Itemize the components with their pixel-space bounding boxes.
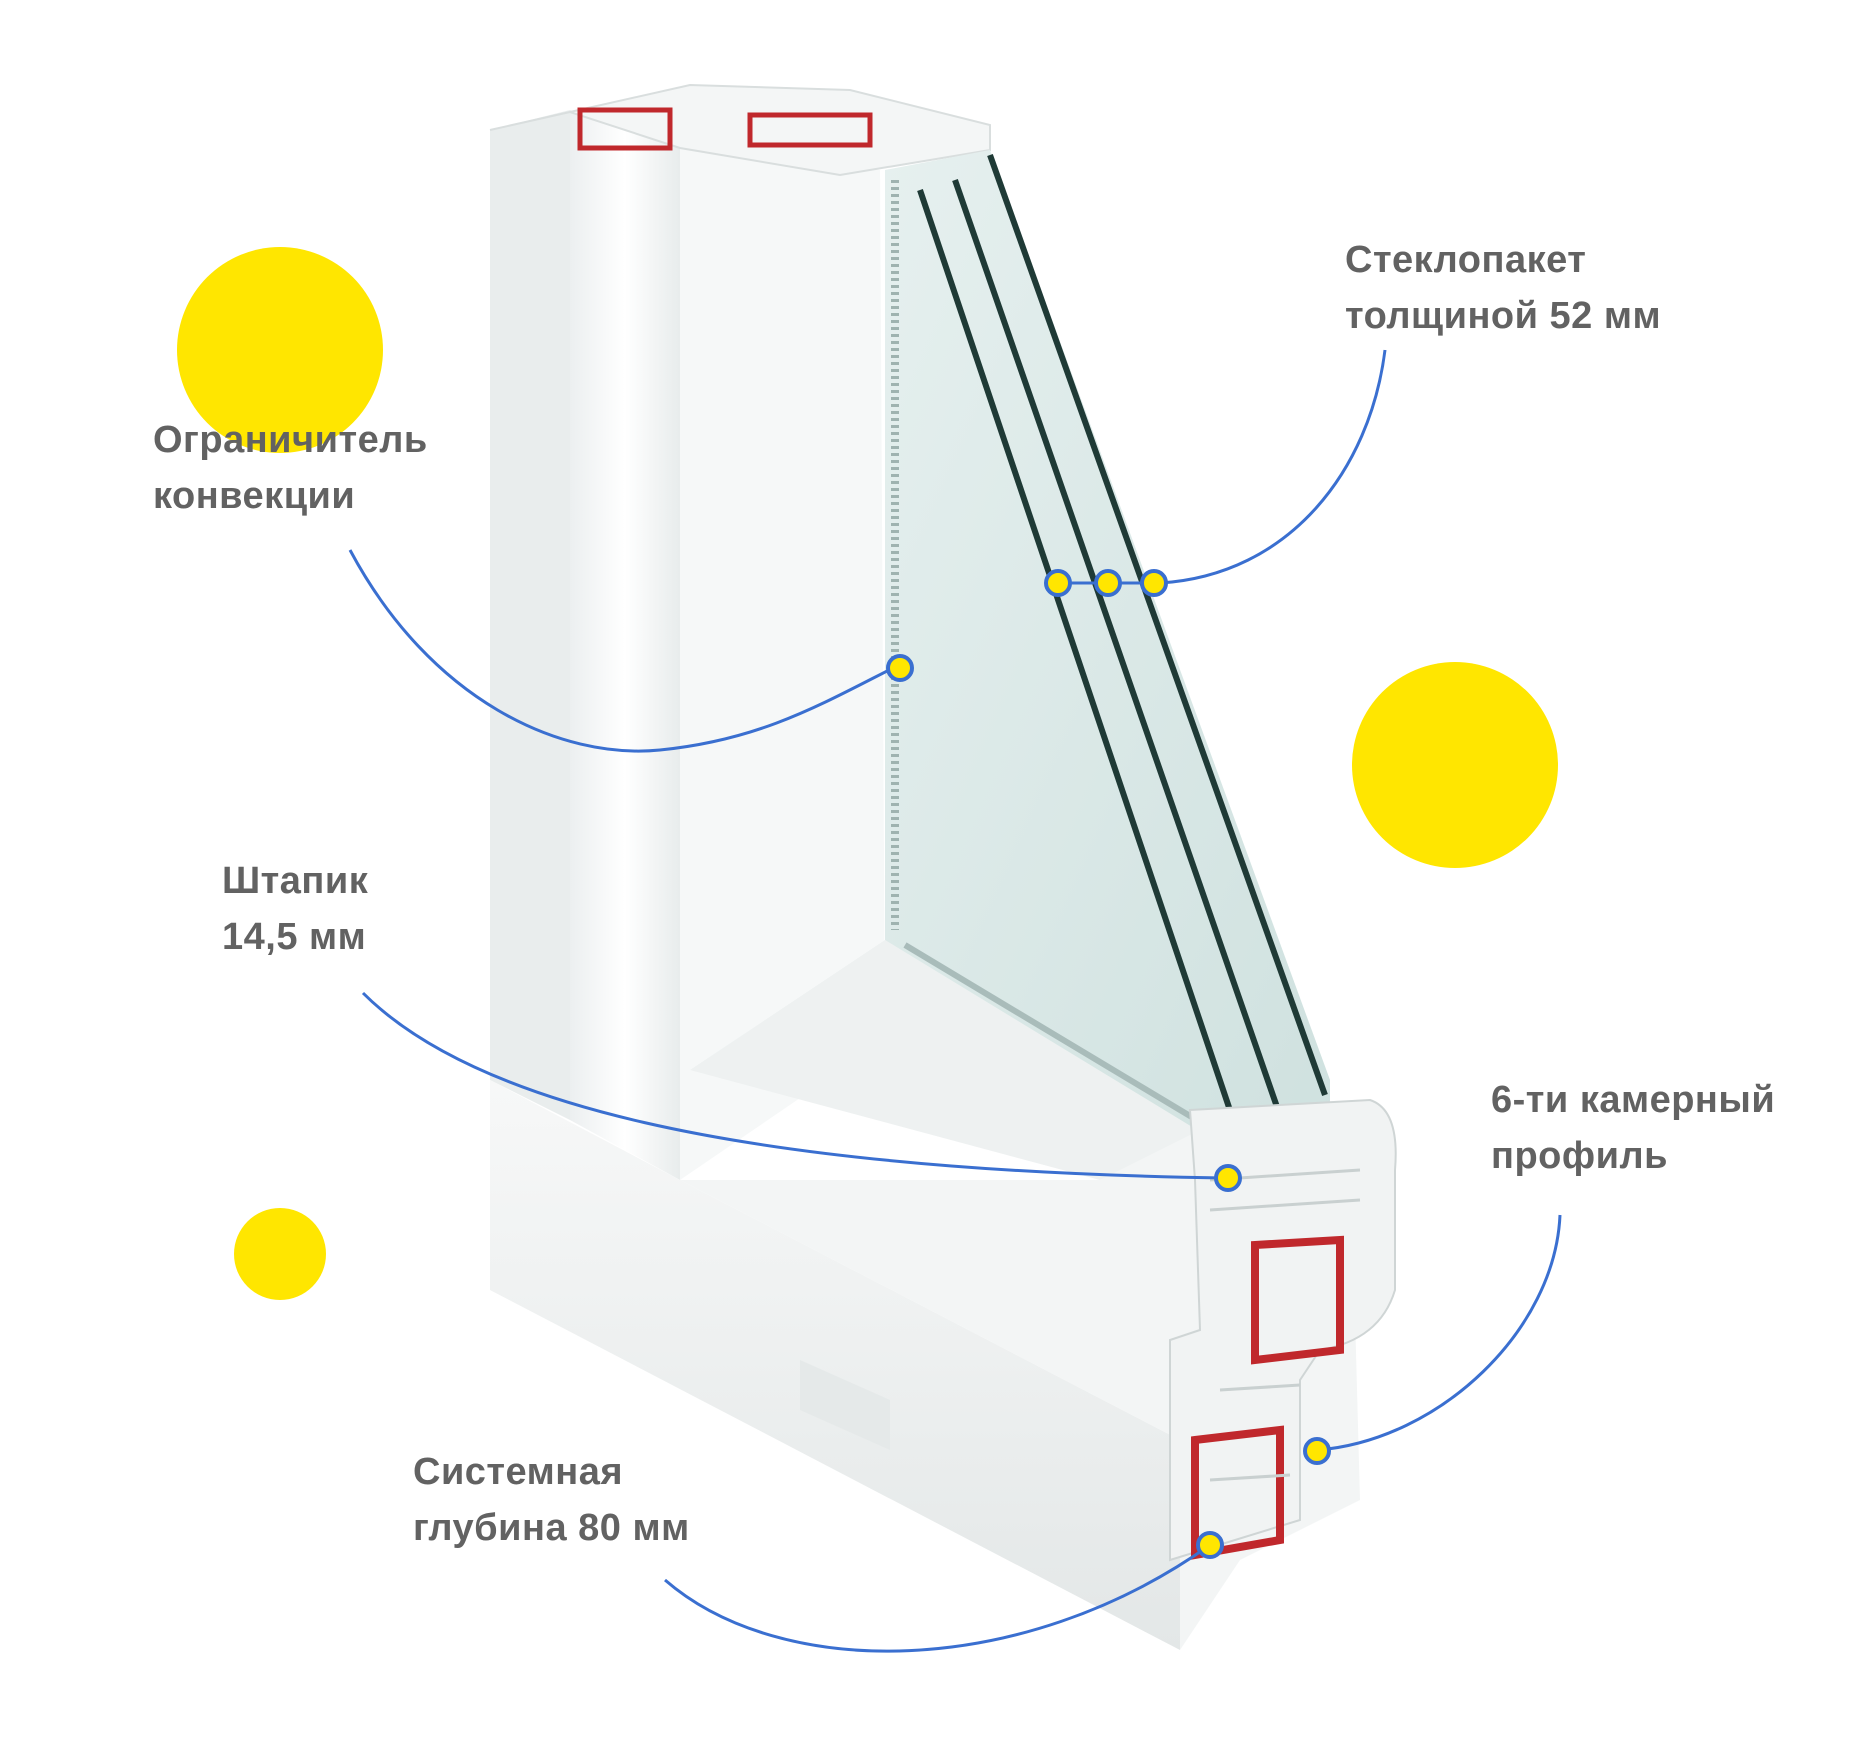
leader-line-depth	[664, 1543, 1211, 1653]
callout-profile-line2: профиль	[1491, 1135, 1668, 1177]
leader-lines	[348, 349, 1562, 1653]
markers	[886, 569, 1331, 1559]
callout-convection-limiter-line2: конвекции	[153, 475, 356, 517]
marker-glass-pane-2	[1094, 569, 1122, 597]
leader-line-glass	[1159, 349, 1387, 585]
callout-glass-unit-line2: толщиной 52 мм	[1345, 295, 1662, 337]
marker-convection	[886, 654, 914, 682]
decor-circle	[177, 247, 383, 453]
decor-circle	[1352, 662, 1558, 868]
callout-glass-unit: Стеклопакет толщиной 52 мм	[1345, 232, 1661, 344]
window-frame-illustration	[489, 83, 1397, 1650]
marker-bead	[1214, 1164, 1242, 1192]
callout-system-depth-line1: Системная	[413, 1451, 624, 1493]
marker-glass-pane-3	[1140, 569, 1168, 597]
callout-profile: 6-ти камерный профиль	[1491, 1072, 1775, 1184]
callout-convection-limiter-line1: Ограничитель	[153, 419, 428, 461]
callout-system-depth-line2: глубина 80 мм	[413, 1507, 690, 1549]
marker-glass-pane-1	[1044, 569, 1072, 597]
marker-depth	[1196, 1531, 1224, 1559]
marker-profile	[1303, 1437, 1331, 1465]
leader-line-profile	[1317, 1214, 1562, 1452]
callout-profile-line1: 6-ти камерный	[1491, 1079, 1776, 1121]
callout-glazing-bead-line2: 14,5 мм	[222, 916, 367, 958]
callout-glazing-bead-line1: Штапик	[222, 860, 369, 902]
leader-line-bead	[361, 991, 1225, 1180]
leader-line-convection	[348, 549, 894, 753]
decor-circle	[234, 1208, 326, 1300]
callout-glazing-bead: Штапик 14,5 мм	[222, 853, 368, 965]
callout-convection-limiter: Ограничитель конвекции	[153, 412, 428, 524]
callout-glass-unit-line1: Стеклопакет	[1345, 239, 1587, 281]
callout-system-depth: Системная глубина 80 мм	[413, 1444, 690, 1556]
